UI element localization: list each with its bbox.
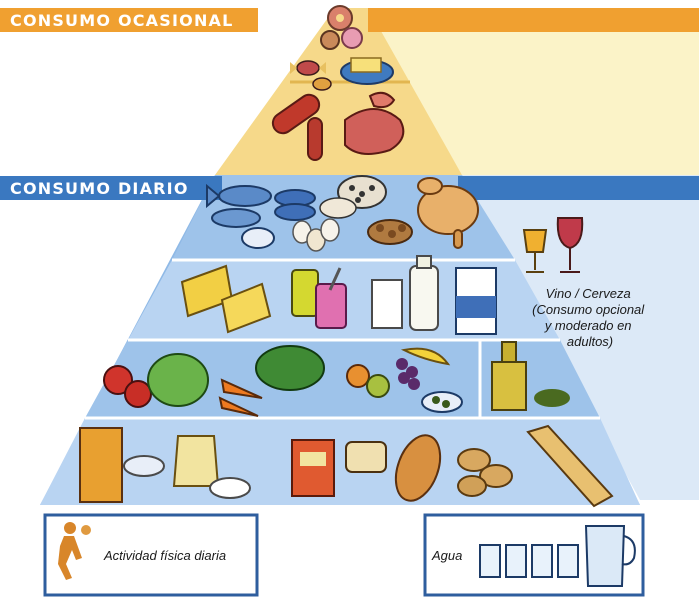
tomato-icon bbox=[103, 365, 152, 408]
occasional-label: CONSUMO OCASIONAL bbox=[10, 11, 234, 30]
pasta-icon bbox=[526, 424, 614, 508]
spinach-icon bbox=[255, 345, 325, 391]
water-label: Agua bbox=[431, 548, 462, 563]
legumes-icon bbox=[319, 175, 387, 219]
olive-oil-icon bbox=[491, 341, 570, 411]
wine-note-line: Vino / Cerveza bbox=[546, 286, 631, 301]
olives-icon bbox=[421, 391, 463, 413]
sweets-icon bbox=[320, 5, 363, 50]
daily-background-panel bbox=[462, 175, 699, 500]
bread-icon bbox=[345, 434, 442, 502]
candy-icon bbox=[290, 60, 332, 91]
nuts-icon bbox=[367, 219, 413, 245]
milk-glass-icon bbox=[371, 279, 403, 329]
ham-icon bbox=[344, 91, 405, 155]
water-glass-icon bbox=[479, 544, 579, 578]
cheese-icon bbox=[180, 264, 272, 334]
canned-fish-icon bbox=[241, 189, 316, 249]
occasional-background-panel bbox=[368, 10, 699, 175]
occasional-label-bar-right bbox=[368, 8, 699, 32]
milk-bottle-icon bbox=[409, 255, 439, 331]
milk-carton-icon bbox=[455, 267, 497, 335]
occasional-label-bar bbox=[0, 8, 258, 32]
cereal-box-icon bbox=[79, 427, 123, 503]
grapes-icon bbox=[396, 358, 420, 390]
eggs-icon bbox=[292, 218, 340, 252]
beer-glass-icon bbox=[522, 229, 548, 273]
fruit-vegetable-tier bbox=[85, 340, 600, 418]
activity-label: Actividad física diaria bbox=[103, 548, 226, 563]
potato-icon bbox=[457, 448, 513, 497]
wine-note-line: (Consumo opcional bbox=[532, 302, 645, 317]
yogurt-icon bbox=[291, 267, 347, 329]
wine-note-line: y moderado en bbox=[544, 318, 632, 333]
wine-note-line: adultos) bbox=[567, 334, 613, 349]
wine-glass-icon bbox=[556, 217, 584, 273]
carrot-icon bbox=[218, 378, 263, 417]
daily-label-bar-right bbox=[458, 176, 699, 200]
flour-bag-icon bbox=[172, 435, 220, 487]
runner-icon bbox=[58, 522, 91, 580]
butter-icon bbox=[340, 57, 394, 85]
fruit-bowl-icon bbox=[346, 364, 390, 398]
sausage-icon bbox=[271, 93, 323, 161]
biscuit-box-icon bbox=[291, 439, 335, 497]
daily-label: CONSUMO DIARIO bbox=[10, 179, 189, 198]
lettuce-icon bbox=[147, 353, 209, 407]
daily-label-bar bbox=[0, 176, 222, 200]
water-jug-icon bbox=[584, 525, 636, 587]
roast-chicken-icon bbox=[417, 177, 479, 249]
sugar-bowl-icon bbox=[209, 477, 251, 499]
fish-icon bbox=[206, 183, 272, 228]
rice-bowl-icon bbox=[123, 455, 165, 477]
banana-icon bbox=[400, 347, 451, 366]
wine-note: Vino / Cerveza (Consumo opcional y moder… bbox=[532, 286, 648, 349]
